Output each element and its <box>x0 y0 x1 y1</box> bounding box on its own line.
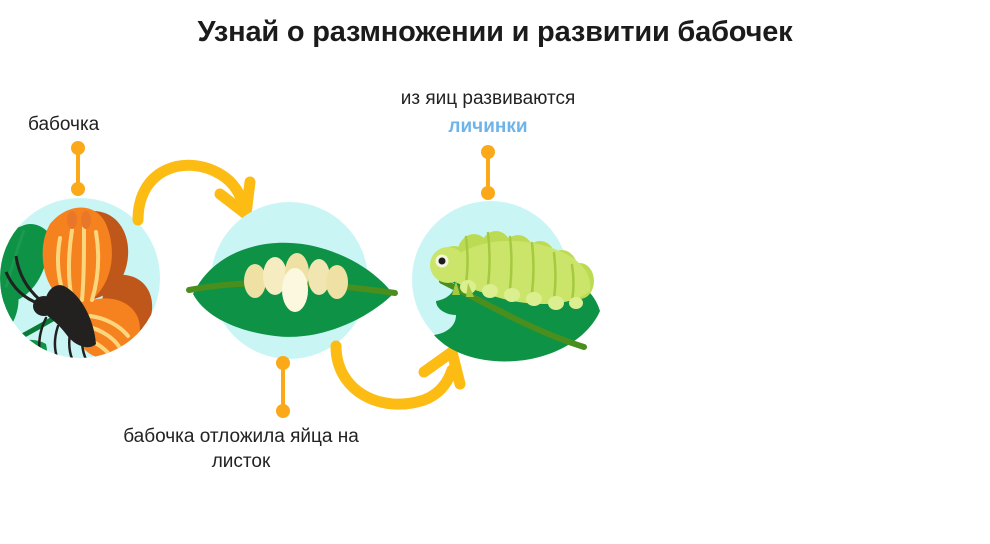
stage-label-larvae-accent: личинки <box>448 116 528 137</box>
pin-bar <box>76 146 80 191</box>
page-title: Узнай о размножении и развитии бабочек <box>197 16 793 48</box>
connector-pin-larvae <box>481 145 495 200</box>
butterfly-on-leaf-icon <box>0 207 153 358</box>
stage-label-butterfly: бабочка <box>28 114 100 135</box>
eggs-on-leaf-icon <box>186 242 398 337</box>
pin-dot-bottom-icon <box>71 182 85 196</box>
pin-dot-bottom-icon <box>276 404 290 418</box>
stage-circle-butterfly <box>0 198 160 358</box>
stage-circle-larvae <box>412 201 600 362</box>
stage-circle-eggs <box>186 202 398 359</box>
caterpillar-on-leaf-icon <box>430 231 600 362</box>
pin-bar <box>486 150 490 195</box>
stage-label-larvae-line1: из яиц развиваются <box>400 88 576 109</box>
arrow-eggs-to-larvae-icon <box>330 340 466 410</box>
stage-label-eggs: бабочка отложила яйца на листок <box>123 426 359 472</box>
connector-pin-butterfly <box>71 141 85 196</box>
stage-label-larvae: из яиц развиваются личинки <box>338 86 638 139</box>
connector-pin-eggs <box>276 356 290 418</box>
pin-bar <box>281 361 285 413</box>
pin-dot-bottom-icon <box>481 186 495 200</box>
